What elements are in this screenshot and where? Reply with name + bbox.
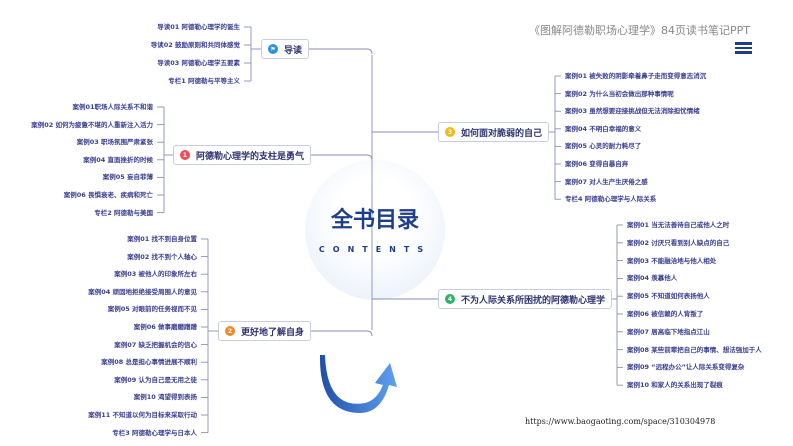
leaf-item[interactable]: 案例04 不明白幸福的意义: [565, 124, 642, 133]
leaf-item[interactable]: 导读01 阿德勒心理学的诞生: [157, 23, 240, 31]
leaf-item[interactable]: 案例03 被他人的印象所左右: [114, 270, 197, 279]
leaf-item[interactable]: 案例11 不知道以何为目标来采取行动: [88, 411, 197, 419]
number-badge-icon: 2: [225, 326, 235, 336]
branch-label: 如何面对脆弱的自己: [461, 128, 543, 139]
hamburger-icon[interactable]: [735, 42, 752, 54]
center-subtitle: CONTENTS: [318, 245, 432, 254]
leaf-item[interactable]: 导读03 阿德勒心理学五要素: [157, 59, 240, 67]
leaf-item[interactable]: 案例08 总是担心事情进展不顺利: [101, 358, 197, 367]
branch-node-0[interactable]: ⚑ 导读: [261, 39, 310, 59]
leaf-item[interactable]: 专栏4 阿德勒心理学与人际关系: [565, 195, 657, 204]
leaf-item[interactable]: 案例09 认为自己是无用之徒: [114, 375, 197, 384]
branch-label: 导读: [284, 45, 303, 56]
branch-node-2[interactable]: 2 更好地了解自身: [218, 321, 312, 341]
number-badge-icon: 3: [445, 127, 455, 137]
leaf-item[interactable]: 案例06 变得自暴自弃: [565, 160, 629, 168]
leaf-item[interactable]: 导读02 鼓励原则和共同体感觉: [150, 41, 240, 49]
number-badge-icon: 1: [180, 150, 190, 160]
leaf-item[interactable]: 案例09 “远程办公”让人际关系变得复杂: [627, 363, 745, 372]
leaf-item[interactable]: 案例07 缺乏把握机会的信心: [114, 340, 197, 349]
leaf-item[interactable]: 案例10 渴望得到表扬: [133, 393, 197, 402]
branch-node-4[interactable]: 4 不为人际关系所困扰的阿德勒心理学: [438, 289, 613, 309]
leaf-item[interactable]: 案例03 不能融洽地与他人相处: [627, 256, 717, 265]
branch-connector: [306, 154, 373, 161]
leaf-item[interactable]: 案例02 为什么当初会做出那种事情呢: [565, 89, 674, 98]
leaf-item[interactable]: 案例10 和家人的关系出现了裂痕: [627, 381, 723, 390]
leaf-item[interactable]: 案例02 找不到个人轴心: [127, 252, 197, 261]
leaf-item[interactable]: 案例06 做事磨磨蹭蹭: [133, 323, 197, 331]
leaf-item[interactable]: 案例04 羡慕他人: [627, 274, 678, 283]
branch-label: 更好地了解自身: [241, 327, 305, 338]
leaf-item[interactable]: 案例04 顽固地拒绝接受周围人的意见: [88, 287, 197, 296]
leaf-item[interactable]: 案例02 如何为疲惫不堪的人重新注入活力: [31, 120, 153, 129]
leaf-item[interactable]: 案例03 职场氛围严肃紧张: [76, 138, 153, 147]
leaf-item[interactable]: 案例05 对眼前的任务视而不见: [107, 305, 197, 314]
leaf-item[interactable]: 案例06 被信赖的人背叛了: [627, 310, 704, 318]
branch-connector: [306, 48, 373, 55]
branch-connector: [306, 330, 373, 337]
number-badge-icon: 4: [445, 294, 455, 304]
branch-node-1[interactable]: 1 阿德勒心理学的支柱是勇气: [173, 145, 312, 165]
leaf-item[interactable]: 案例01 找不到自身位置: [127, 235, 197, 243]
flag-icon: ⚑: [268, 44, 278, 54]
center-circle: [305, 160, 445, 300]
branch-label: 阿德勒心理学的支柱是勇气: [196, 151, 305, 162]
leaf-item[interactable]: 案例08 某些前辈把自己的事情、想法强加于人: [627, 345, 762, 354]
leaf-item[interactable]: 案例01职场人际关系不和谐: [72, 103, 153, 111]
leaf-item[interactable]: 案例06 畏惧衰老、疾病和死亡: [63, 191, 153, 199]
leaf-item[interactable]: 案例01 当无法善待自己或他人之时: [627, 221, 730, 229]
leaf-item[interactable]: 专栏3 阿德勒心理学与日本人: [112, 428, 197, 437]
leaf-item[interactable]: 案例07 对人生产生厌倦之感: [565, 177, 648, 186]
leaf-item[interactable]: 案例05 妄自菲薄: [102, 173, 153, 182]
center-title: 全书目录: [330, 208, 419, 233]
leaf-item[interactable]: 案例01 被失败的阴影牵着鼻子走而变得意志消沉: [565, 72, 707, 80]
branch-node-3[interactable]: 3 如何面对脆弱的自己: [438, 122, 550, 142]
leaf-item[interactable]: 案例03 虽然想要迎接挑战但无法消除担忧情绪: [565, 107, 700, 116]
source-url: https://www.baogaoting.com/space/3103049…: [525, 417, 716, 426]
leaf-item[interactable]: 案例04 直面挫折的时候: [83, 155, 153, 164]
leaf-item[interactable]: 案例07 居高临下地指点江山: [627, 327, 710, 336]
branch-label: 不为人际关系所困扰的阿德勒心理学: [461, 295, 606, 306]
curved-arrow-icon: [319, 355, 397, 413]
leaf-item[interactable]: 案例02 讨厌只看到别人缺点的自己: [627, 238, 730, 247]
document-title: 《图解阿德勒职场心理学》84页读书笔记PPT: [529, 24, 750, 37]
leaf-item[interactable]: 专栏1 阿德勒与平等主义: [168, 77, 240, 85]
leaf-item[interactable]: 专栏2 阿德勒与美国: [94, 208, 153, 217]
leaf-item[interactable]: 案例05 不知道如何表扬他人: [627, 292, 710, 301]
leaf-item[interactable]: 案例05 心灵的耐力耗尽了: [565, 142, 642, 151]
